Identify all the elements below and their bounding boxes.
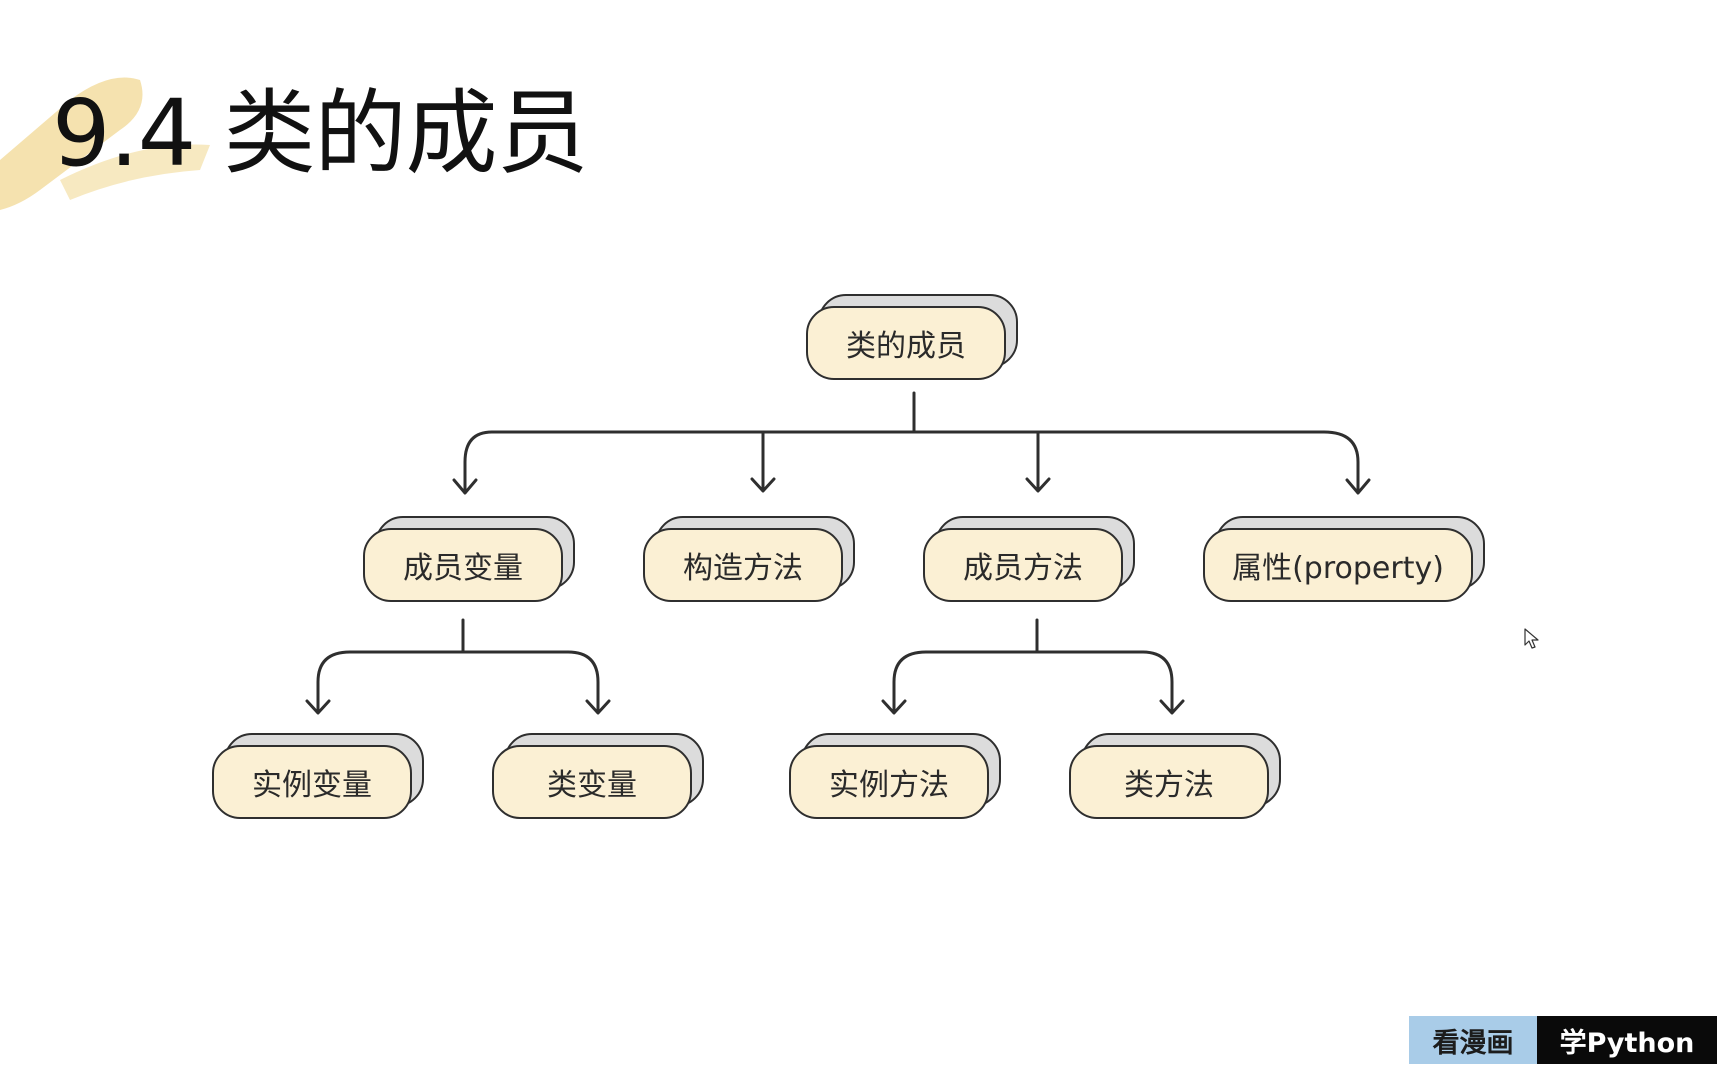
node-label: 类方法 — [1124, 768, 1214, 803]
node-instance-methods: 实例方法 — [789, 733, 1001, 819]
node-member-variables: 成员变量 — [363, 516, 575, 602]
node-class-variables: 类变量 — [492, 733, 704, 819]
watermark-badge: 看漫画 学Python — [1409, 1016, 1717, 1064]
title-highlight-swoosh — [0, 77, 210, 210]
node-class-methods: 类方法 — [1069, 733, 1281, 819]
node-label: 类变量 — [547, 768, 637, 803]
mouse-cursor-icon — [1524, 628, 1539, 649]
node-label: 属性(property) — [1232, 551, 1444, 586]
node-label: 实例变量 — [252, 768, 372, 803]
node-label: 成员方法 — [963, 551, 1083, 586]
node-label: 实例方法 — [829, 768, 949, 803]
node-class-members: 类的成员 — [806, 294, 1018, 380]
node-instance-variables: 实例变量 — [212, 733, 424, 819]
node-member-methods: 成员方法 — [923, 516, 1135, 602]
page-title: 9.4 类的成员 — [52, 80, 589, 187]
node-constructor: 构造方法 — [643, 516, 855, 602]
node-label: 成员变量 — [403, 551, 523, 586]
node-label: 类的成员 — [846, 329, 966, 364]
node-label: 构造方法 — [683, 551, 803, 586]
node-property: 属性(property) — [1203, 516, 1485, 602]
watermark-left: 看漫画 — [1409, 1016, 1537, 1064]
watermark-right: 学Python — [1537, 1016, 1717, 1064]
